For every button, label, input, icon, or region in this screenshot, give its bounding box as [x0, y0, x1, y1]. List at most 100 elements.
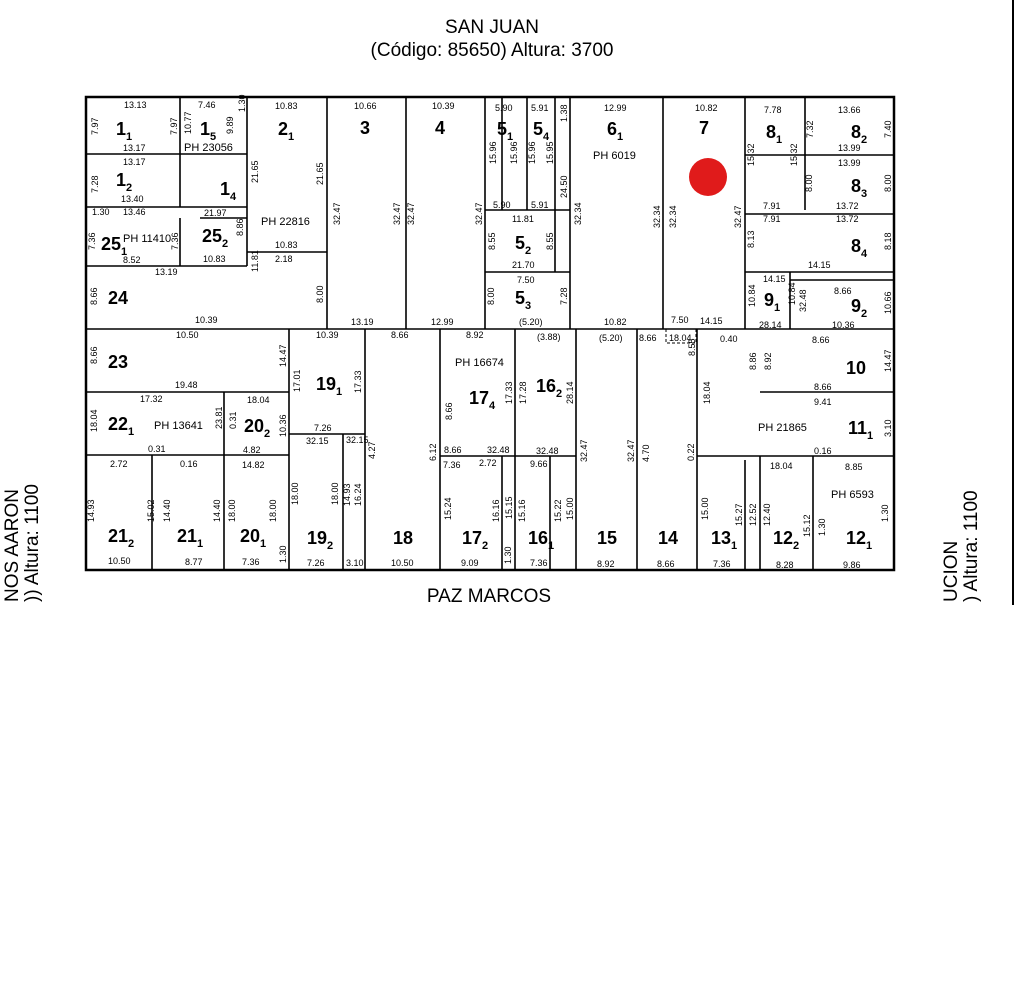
parcel-p51: 51: [497, 119, 513, 143]
dim-label: 14.15: [763, 274, 786, 284]
dim-label: 9.09: [461, 558, 479, 568]
dim-label: 21.97: [204, 208, 227, 218]
parcel-p15b: 15: [597, 528, 617, 548]
dim-label: 8.66: [834, 286, 852, 296]
dimension-labels-vertical: 7.97 7.97 10.77 9.89 1.30 15.96 15.96 15…: [86, 94, 893, 564]
dim-label: 8.66: [814, 382, 832, 392]
parcel-p11: 11: [116, 119, 132, 143]
dim-label: 12.99: [431, 317, 454, 327]
dim-label: 8.55: [545, 232, 555, 250]
dim-label: 32.47: [733, 205, 743, 228]
dim-label: 9.86: [843, 560, 861, 570]
dim-label: 15.00: [700, 497, 710, 520]
dim-label: 11.81: [250, 250, 260, 272]
dim-label: 5.91: [531, 200, 549, 210]
dim-label: 5.91: [531, 103, 549, 113]
dim-label: 7.36: [443, 460, 461, 470]
street-bottom-name: PAZ MARCOS: [427, 586, 551, 607]
dim-label: 0.31: [148, 444, 166, 454]
dim-label: 32.48: [487, 445, 510, 455]
dim-label: 13.17: [123, 157, 146, 167]
dim-label: 24.50: [559, 175, 569, 198]
dim-label: 8.00: [804, 174, 814, 192]
dim-label: 7.36: [530, 558, 548, 568]
dim-label: 17.32: [140, 394, 163, 404]
dim-label: 10.66: [883, 291, 893, 314]
dim-label: 10.66: [354, 101, 377, 111]
parcel-p161: 161: [528, 528, 554, 552]
dim-label: 32.48: [536, 446, 559, 456]
dim-label: 15.32: [746, 143, 756, 166]
dim-label: 0.16: [180, 459, 198, 469]
dim-label: 4.82: [243, 445, 261, 455]
dim-label: 7.36: [713, 559, 731, 569]
dim-label: 18.04: [669, 333, 692, 343]
dim-label: 8.66: [657, 559, 675, 569]
dashed-plot: [665, 328, 697, 344]
parcel-p91: 91: [764, 290, 780, 314]
dim-label: 32.34: [652, 205, 662, 228]
parcel-p192: 192: [307, 528, 333, 552]
dim-label: 32.48: [798, 289, 808, 312]
location-marker: [689, 158, 727, 196]
dim-label: 13.13: [124, 100, 147, 110]
dim-label: 32.47: [474, 202, 484, 225]
dim-label: 8.66: [812, 335, 830, 345]
parcel-p3: 3: [360, 118, 370, 138]
dim-label: 17.33: [353, 370, 363, 393]
dim-label: 8.92: [597, 559, 615, 569]
dim-label: 21.70: [512, 260, 535, 270]
dim-label: 15.16: [517, 499, 527, 522]
dim-label: 3.10: [883, 419, 893, 437]
dim-label: 15.00: [565, 497, 575, 520]
dim-label: 32.47: [392, 202, 402, 225]
street-left-name: NOS AARON: [2, 489, 23, 602]
dim-label: 8.85: [845, 462, 863, 472]
dim-label: 18.00: [290, 482, 300, 505]
dim-label: 15.96: [527, 141, 537, 164]
dim-label: 13.19: [351, 317, 374, 327]
dim-label: 2.18: [275, 254, 293, 264]
dim-label: 7.32: [805, 120, 815, 138]
ph-label: PH 22816: [261, 216, 310, 228]
dim-label: 15.12: [802, 514, 812, 537]
dim-label: 18.04: [770, 461, 793, 471]
dim-label: 0.31: [228, 411, 238, 429]
parcel-p12: 12: [116, 170, 132, 194]
dim-label: 32.15: [346, 435, 369, 445]
dim-label: 12.52: [748, 503, 758, 526]
parcel-lines: [84, 95, 896, 572]
dim-label: 19.48: [175, 380, 198, 390]
dim-label: 4.27: [367, 441, 377, 459]
dim-label: 21.65: [250, 160, 260, 183]
dim-label: 8.00: [315, 285, 325, 303]
dim-label: 14.82: [242, 460, 265, 470]
dim-label: 10.84: [787, 282, 797, 305]
dim-label: 14.93: [86, 499, 96, 522]
dim-label: 15.96: [488, 141, 498, 164]
dim-label: 7.36: [87, 232, 97, 250]
parcel-p7: 7: [699, 118, 709, 138]
street-right-info: ) Altura: 1100: [961, 490, 982, 602]
dim-label: 8.55: [687, 338, 697, 356]
dim-label: 8.18: [883, 232, 893, 250]
dim-label: 8.13: [746, 230, 756, 248]
dim-label: 5.90: [493, 200, 511, 210]
dim-label: 13.99: [838, 143, 861, 153]
dim-label: 17.01: [292, 369, 302, 392]
dim-label: 21.65: [315, 162, 325, 185]
parcel-p24: 24: [108, 288, 128, 308]
parcel-p121: 121: [846, 528, 872, 552]
dim-label: 13.66: [838, 105, 861, 115]
dim-label: 18.04: [89, 409, 99, 432]
dim-label: 18.00: [330, 482, 340, 505]
dim-label: 32.47: [332, 202, 342, 225]
dim-label: 8.66: [89, 287, 99, 305]
ph-label: PH 6019: [593, 150, 636, 162]
dim-label: 10.83: [275, 101, 298, 111]
ph-label: PH 6593: [831, 489, 874, 501]
dim-label: 0.16: [814, 446, 832, 456]
dim-label: 13.72: [836, 214, 859, 224]
dim-label: 7.97: [90, 117, 100, 135]
